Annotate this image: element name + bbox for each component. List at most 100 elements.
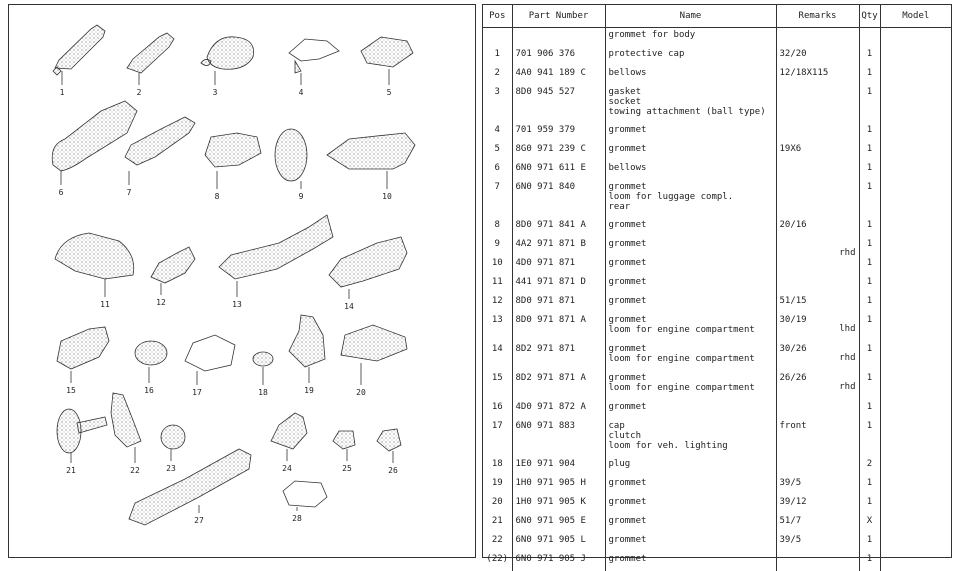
part-number-label: 13 bbox=[232, 300, 242, 309]
part-number-label: 12 bbox=[156, 298, 166, 307]
cell-model bbox=[880, 457, 951, 476]
cell-part-number: 4D0 971 871 bbox=[512, 256, 605, 275]
cell-remarks: front bbox=[776, 419, 859, 457]
cell-name: protective cap bbox=[605, 47, 776, 66]
part-illustration-6 bbox=[52, 101, 137, 185]
cell-name: grommet bbox=[605, 552, 776, 571]
cell-part-number: 8D0 945 527 bbox=[512, 85, 605, 123]
part-number-label: 25 bbox=[342, 464, 352, 473]
cell-qty: 1 bbox=[859, 275, 880, 294]
cell-pos: 4 bbox=[483, 123, 512, 142]
cell-pos: 9 bbox=[483, 237, 512, 256]
cell-remarks bbox=[776, 28, 859, 48]
cell-remarks: 51/7 bbox=[776, 514, 859, 533]
cell-remarks: 20/16 bbox=[776, 218, 859, 237]
cell-pos: (22) bbox=[483, 552, 512, 571]
name-line: grommet bbox=[609, 182, 773, 192]
name-line: grommet bbox=[609, 535, 773, 545]
name-line: grommet bbox=[609, 125, 773, 135]
part-number-label: 26 bbox=[388, 466, 398, 475]
name-line: loom for engine compartment bbox=[609, 325, 773, 335]
cell-qty: 1 bbox=[859, 419, 880, 457]
part-illustration-13 bbox=[219, 215, 333, 297]
name-line: grommet bbox=[609, 344, 773, 354]
cell-part-number: 8D2 971 871 A bbox=[512, 371, 605, 400]
remark-text: 19X6 bbox=[780, 144, 802, 154]
name-line: loom for engine compartment bbox=[609, 383, 773, 393]
cell-part-number: 4D0 971 872 A bbox=[512, 400, 605, 419]
remark-side: lhd bbox=[839, 324, 855, 334]
cell-model bbox=[880, 313, 951, 342]
cell-part-number: 1H0 971 905 K bbox=[512, 495, 605, 514]
cell-model bbox=[880, 533, 951, 552]
cell-qty bbox=[859, 28, 880, 48]
cell-model bbox=[880, 66, 951, 85]
cell-remarks: 51/15 bbox=[776, 294, 859, 313]
cell-part-number: 701 906 376 bbox=[512, 47, 605, 66]
part-number-label: 17 bbox=[192, 388, 202, 397]
cell-pos: 13 bbox=[483, 313, 512, 342]
part-number-label: 22 bbox=[130, 466, 140, 475]
name-line: bellows bbox=[609, 68, 773, 78]
name-line: grommet bbox=[609, 315, 773, 325]
cell-qty: 1 bbox=[859, 123, 880, 142]
cell-pos: 5 bbox=[483, 142, 512, 161]
cell-name: grommet bbox=[605, 218, 776, 237]
cell-pos bbox=[483, 28, 512, 48]
name-line: towing attachment (ball type) bbox=[609, 107, 773, 117]
cell-model bbox=[880, 400, 951, 419]
remark-text: 39/5 bbox=[780, 535, 802, 545]
cell-pos: 3 bbox=[483, 85, 512, 123]
cell-name: grommet bbox=[605, 256, 776, 275]
part-number-label: 4 bbox=[299, 88, 304, 97]
cell-pos: 12 bbox=[483, 294, 512, 313]
cell-name: grommet bbox=[605, 514, 776, 533]
cell-qty: 1 bbox=[859, 142, 880, 161]
cell-remarks: 12/18X115 bbox=[776, 66, 859, 85]
cell-remarks: 19X6 bbox=[776, 142, 859, 161]
cell-name: grommet bbox=[605, 476, 776, 495]
cell-remarks bbox=[776, 457, 859, 476]
header-remarks: Remarks bbox=[776, 5, 859, 28]
cell-name: grommet bbox=[605, 294, 776, 313]
part-number-label: 16 bbox=[144, 386, 154, 395]
cell-qty: 1 bbox=[859, 533, 880, 552]
header-pos: Pos bbox=[483, 5, 512, 28]
cell-qty: 1 bbox=[859, 342, 880, 371]
cell-qty: 1 bbox=[859, 85, 880, 123]
cell-part-number: 4A2 971 871 B bbox=[512, 237, 605, 256]
part-illustration-8 bbox=[205, 133, 261, 189]
name-line: grommet bbox=[609, 478, 773, 488]
cell-pos: 10 bbox=[483, 256, 512, 275]
remark-side: rhd bbox=[839, 382, 855, 392]
part-illustration-22 bbox=[111, 393, 141, 463]
part-number-label: 1 bbox=[60, 88, 65, 97]
remark-side: rhd bbox=[839, 353, 855, 363]
cell-part-number: 6N0 971 905 J bbox=[512, 552, 605, 571]
part-number-label: 3 bbox=[213, 88, 218, 97]
remark-text: 20/16 bbox=[780, 220, 807, 230]
cell-remarks: 39/5 bbox=[776, 476, 859, 495]
part-illustration-17 bbox=[185, 335, 235, 385]
cell-part-number: 441 971 871 D bbox=[512, 275, 605, 294]
cell-part-number: 6N0 971 905 L bbox=[512, 533, 605, 552]
cell-remarks bbox=[776, 400, 859, 419]
part-number-label: 18 bbox=[258, 388, 268, 397]
cell-model bbox=[880, 180, 951, 218]
name-line: grommet bbox=[609, 373, 773, 383]
remark-text: 39/12 bbox=[780, 497, 807, 507]
header-name: Name bbox=[605, 5, 776, 28]
part-number-label: 28 bbox=[292, 514, 302, 523]
